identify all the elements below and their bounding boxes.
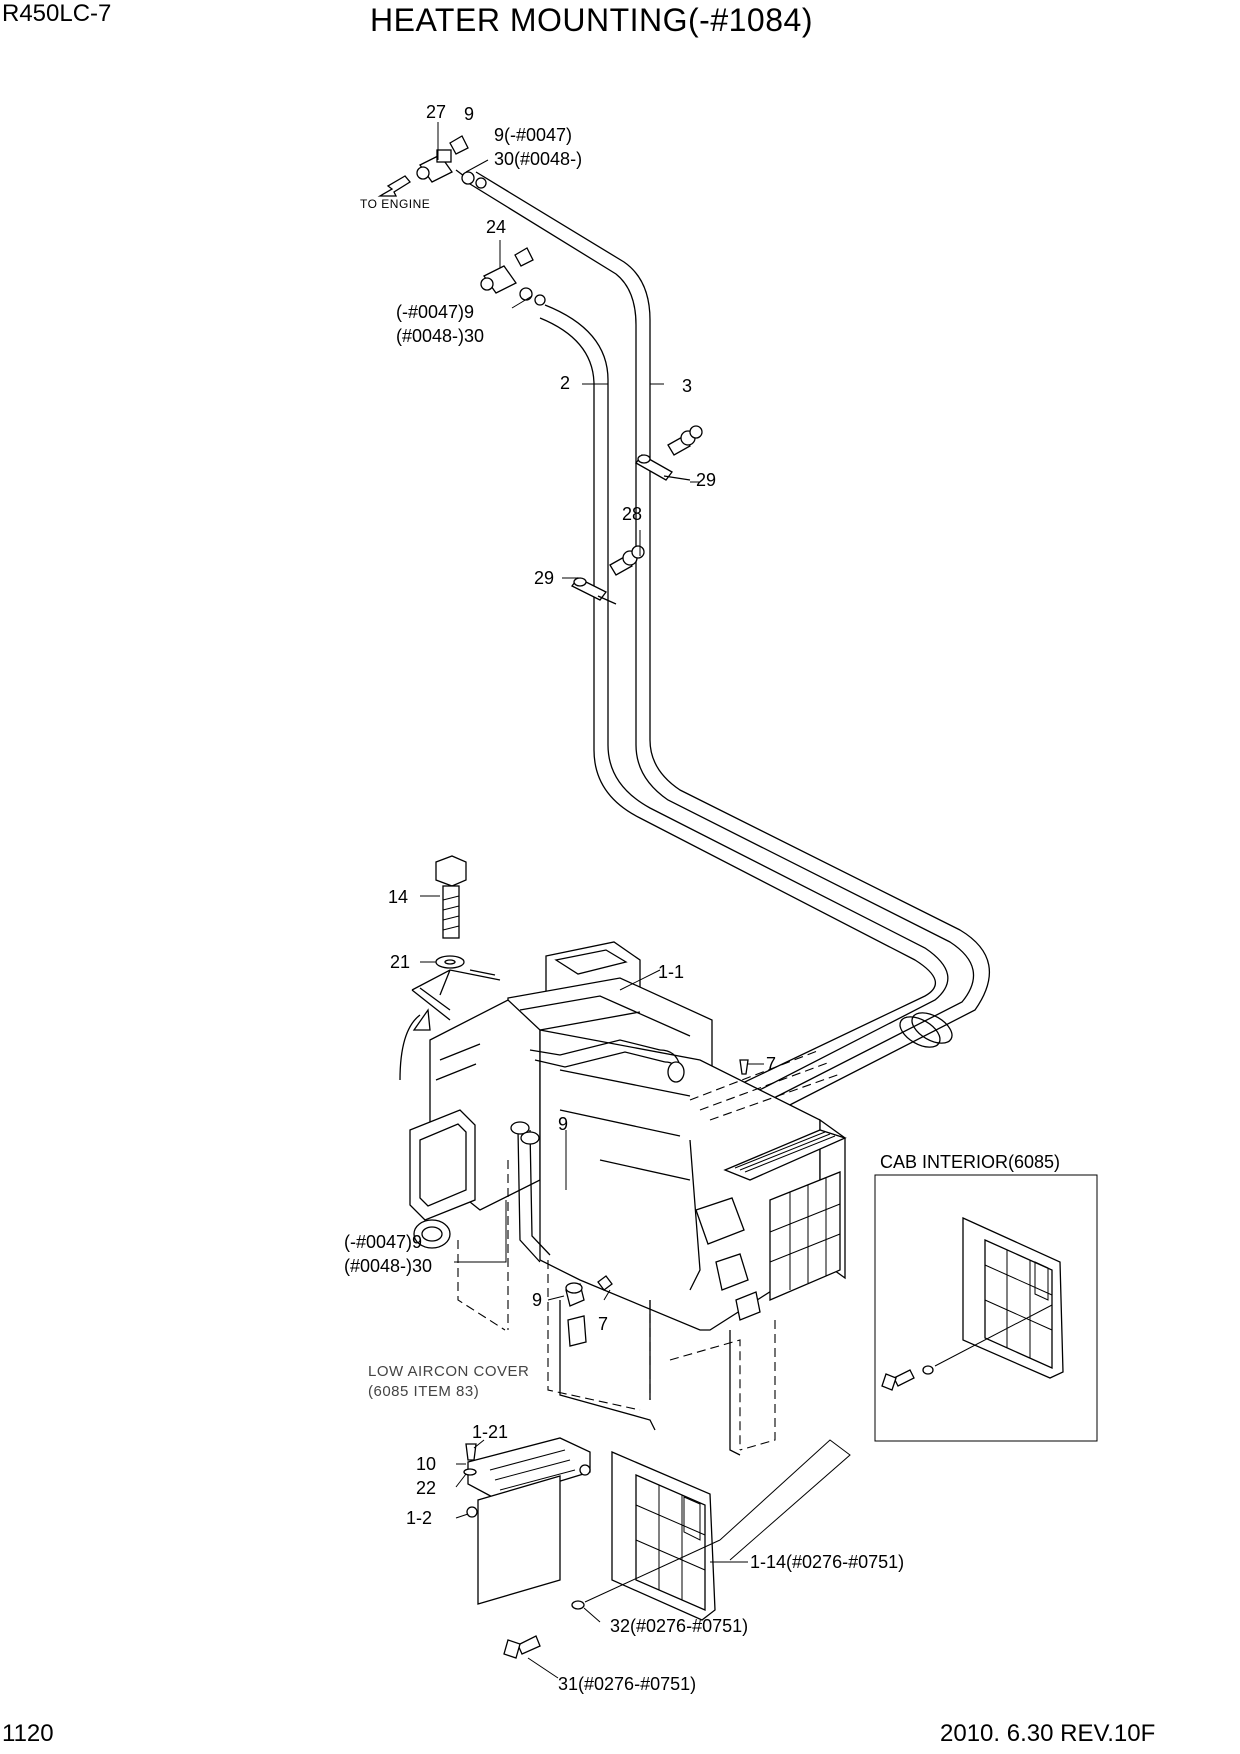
callout-21: 21	[390, 952, 410, 972]
cover-1-14	[503, 1439, 851, 1659]
callout-1-2: 1-2	[406, 1508, 432, 1528]
bolt-28	[609, 545, 645, 576]
to-engine-note: TO ENGINE	[360, 197, 430, 211]
callout-30-range: 30(#0048-)	[494, 149, 582, 169]
callout-30-mid: (#0048-)30	[396, 326, 484, 346]
low-aircon-note-line1: LOW AIRCON COVER	[368, 1363, 529, 1380]
hose-2	[539, 304, 949, 1101]
callout-3: 3	[682, 376, 692, 396]
page-title: HEATER MOUNTING(-#1084)	[370, 2, 813, 38]
clip-29-upper	[635, 454, 691, 481]
clip-29-lower	[571, 577, 617, 605]
callout-1-21: 1-21	[472, 1422, 508, 1442]
hose-3	[469, 171, 990, 1111]
control-panel	[463, 1437, 591, 1605]
rotate-arrow	[399, 1008, 431, 1081]
heater-unit	[409, 941, 847, 1347]
callout-9-heater: 9	[558, 1114, 568, 1134]
callout-24: 24	[486, 217, 506, 237]
valve-24	[480, 247, 546, 306]
callout-14: 14	[388, 887, 408, 907]
callout-29-lower: 29	[534, 568, 554, 588]
callout-28: 28	[622, 504, 642, 524]
callout-31: 31(#0276-#0751)	[558, 1674, 696, 1694]
callout-32: 32(#0276-#0751)	[610, 1616, 748, 1636]
callout-1-14: 1-14(#0276-#0751)	[750, 1552, 904, 1572]
callout-9-mid: (-#0047)9	[396, 302, 474, 322]
low-aircon-bracket	[559, 1300, 741, 1456]
cab-interior-label: CAB INTERIOR(6085)	[880, 1152, 1060, 1172]
hose-band	[899, 1012, 953, 1048]
callout-7-top: 7	[766, 1054, 776, 1074]
callout-9-left: (-#0047)9	[344, 1232, 422, 1252]
callout-9-top: 9	[464, 104, 474, 124]
callout-30-left: (#0048-)30	[344, 1256, 432, 1276]
callout-27: 27	[426, 102, 446, 122]
to-engine-arrow	[377, 175, 411, 197]
revision-date: 2010. 6.30 REV.10F	[940, 1720, 1156, 1747]
leader-lines	[420, 122, 764, 1679]
cab-interior-box	[874, 1174, 1098, 1442]
low-aircon-note-line2: (6085 ITEM 83)	[368, 1383, 479, 1400]
callout-29-upper: 29	[696, 470, 716, 490]
callout-1-1: 1-1	[658, 962, 684, 982]
callout-2: 2	[560, 373, 570, 393]
callout-7-bottom: 7	[598, 1314, 608, 1334]
callout-9-range: 9(-#0047)	[494, 125, 572, 145]
callout-22: 22	[416, 1478, 436, 1498]
washer-21	[435, 955, 465, 969]
bolt-14	[435, 855, 467, 939]
callout-10: 10	[416, 1454, 436, 1474]
bracket	[411, 969, 501, 1021]
callout-9-bottom: 9	[532, 1290, 542, 1310]
valve-27	[416, 135, 487, 189]
model-number: R450LC-7	[2, 0, 112, 27]
page-number: 1120	[2, 1720, 54, 1747]
bolt-upper	[667, 425, 703, 456]
